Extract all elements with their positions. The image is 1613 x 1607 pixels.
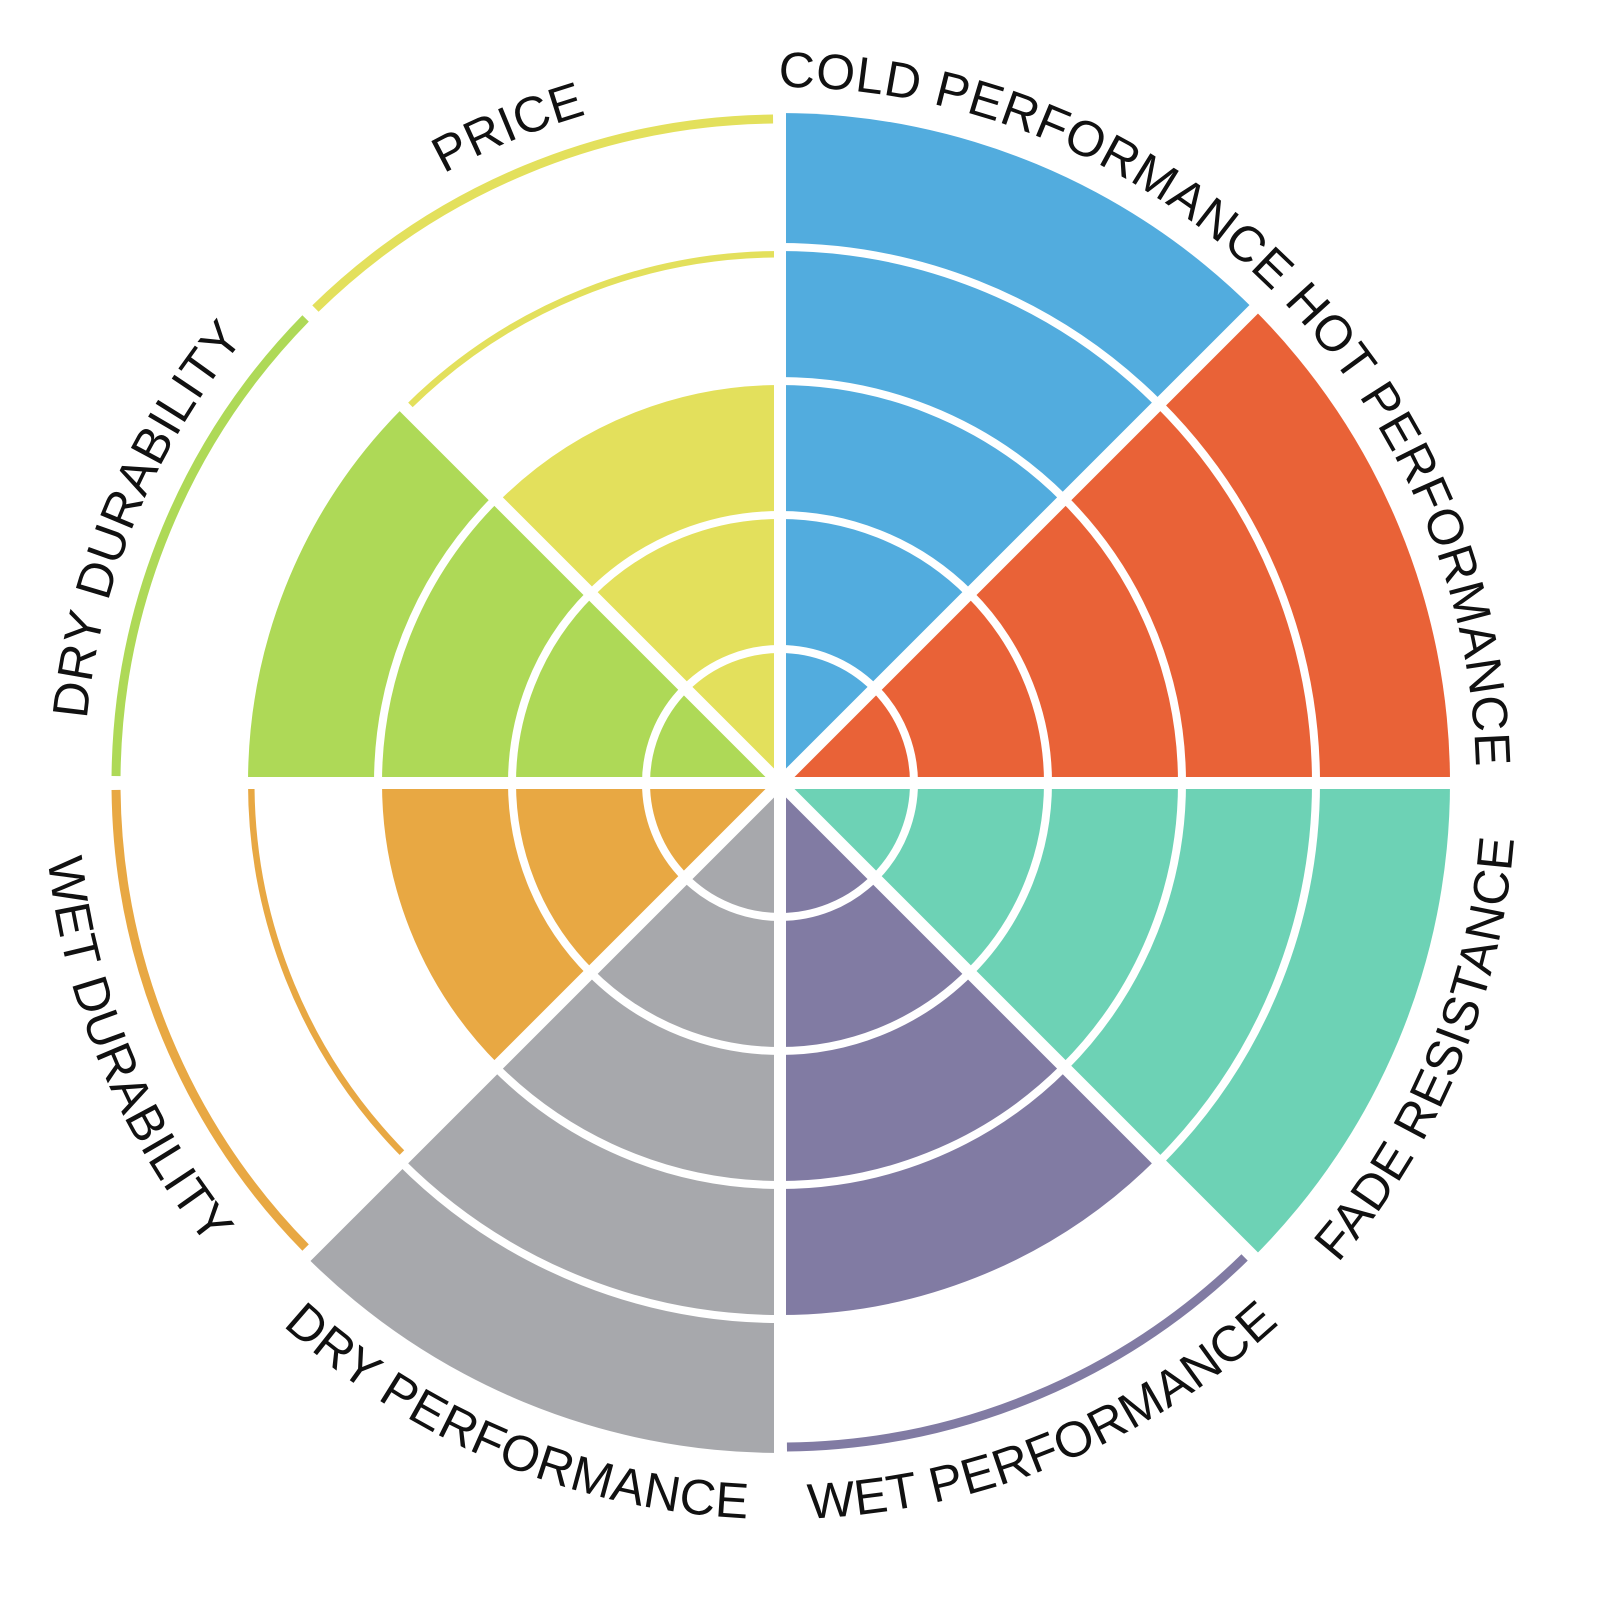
grid-layer bbox=[96, 99, 1464, 1467]
outline-arc-dry-durability-ring-5 bbox=[111, 315, 309, 777]
outline-arcs-layer bbox=[111, 114, 1248, 1452]
radial-divider-3 bbox=[775, 778, 1268, 1271]
wedges-layer bbox=[244, 113, 1450, 1453]
wedge-fade-resistance bbox=[780, 783, 1450, 1257]
outline-arc-wet-performance-ring-5 bbox=[786, 1254, 1248, 1452]
wedge-dry-durability bbox=[244, 403, 780, 783]
wedge-hot-performance bbox=[780, 309, 1450, 783]
label-wet-performance: WET PERFORMANCE bbox=[805, 1290, 1287, 1530]
outline-arc-wet-durability-ring-4 bbox=[245, 788, 405, 1157]
wedge-cold-performance bbox=[780, 113, 1254, 783]
radial-divider-1 bbox=[775, 295, 1268, 788]
outline-arc-wet-durability-ring-5 bbox=[111, 789, 309, 1251]
wedge-wet-durability bbox=[378, 783, 780, 1068]
outline-arc-price-ring-4 bbox=[406, 248, 775, 408]
wedge-dry-performance bbox=[306, 783, 780, 1453]
wedge-wet-performance bbox=[780, 783, 1160, 1319]
label-dry-durability: DRY DURABILITY bbox=[42, 310, 253, 721]
radial-divider-7 bbox=[292, 295, 785, 788]
outline-arc-price-ring-5 bbox=[312, 114, 774, 312]
label-wet-durability: WET DURABILITY bbox=[37, 853, 244, 1254]
radial-divider-5 bbox=[292, 778, 785, 1271]
wedge-price bbox=[495, 381, 780, 783]
label-price: PRICE bbox=[423, 71, 590, 183]
